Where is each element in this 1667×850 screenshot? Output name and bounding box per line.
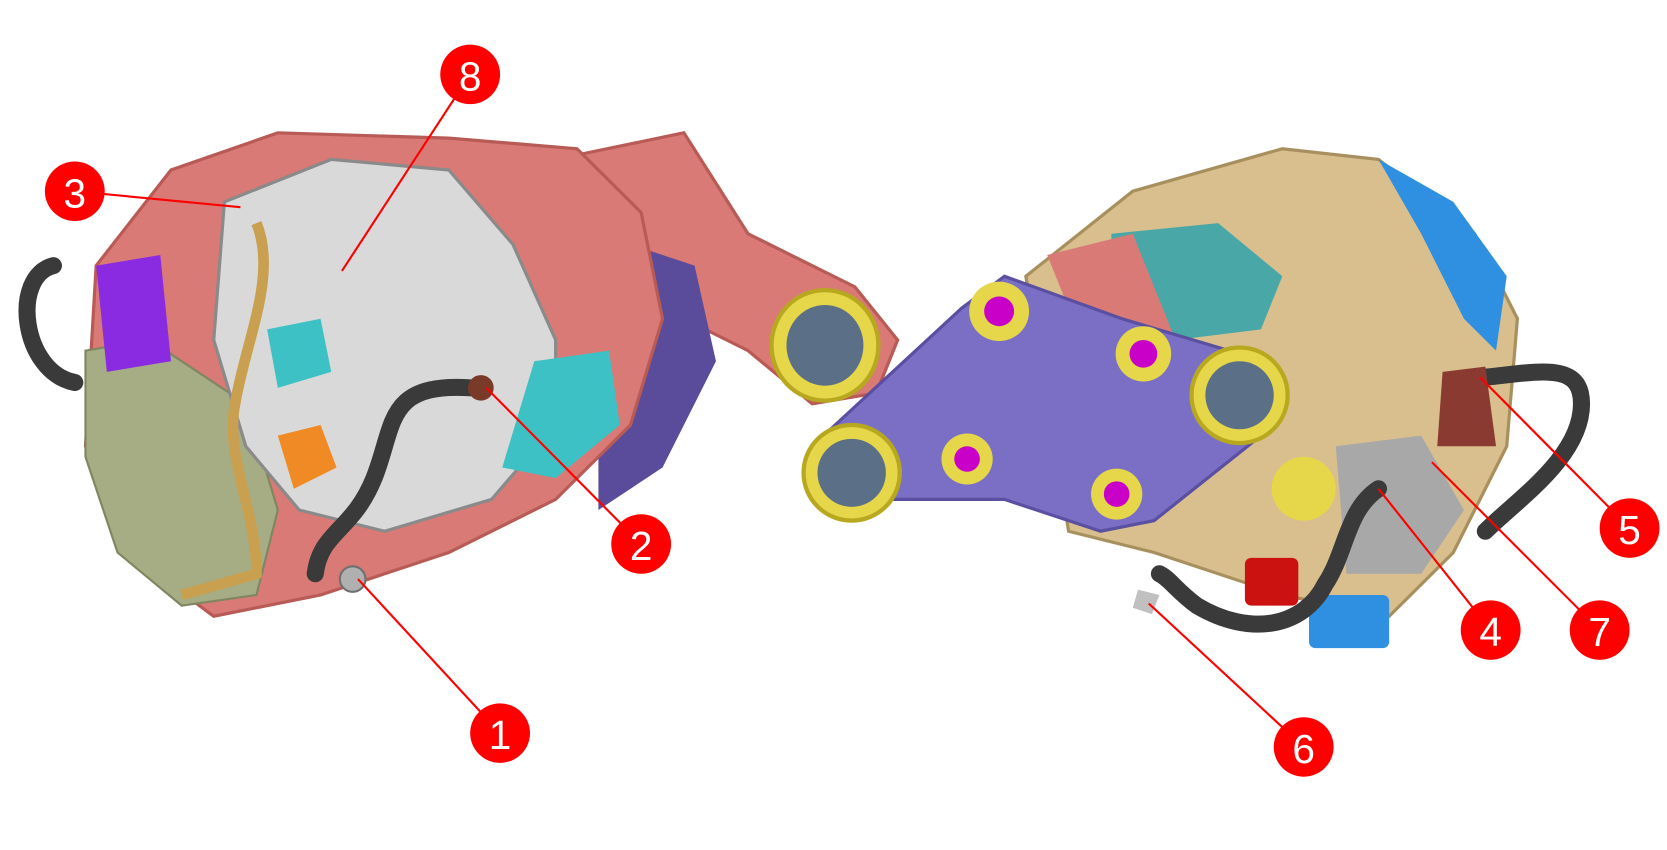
svg-text:3: 3 bbox=[64, 170, 87, 216]
teal-bracket bbox=[502, 350, 620, 479]
svg-text:7: 7 bbox=[1588, 609, 1611, 655]
callout-6: 6 bbox=[1273, 717, 1334, 777]
callout-7: 7 bbox=[1569, 600, 1630, 660]
drive-unit-right-view bbox=[801, 147, 1591, 649]
svg-text:6: 6 bbox=[1292, 726, 1315, 772]
callout-1: 1 bbox=[470, 703, 531, 763]
svg-text:8: 8 bbox=[459, 54, 482, 100]
callout-8: 8 bbox=[440, 44, 501, 105]
coolant-hose-lower bbox=[1150, 480, 1388, 633]
coolant-hose-center bbox=[306, 378, 479, 583]
coolant-hose-left bbox=[18, 257, 84, 391]
svg-text:1: 1 bbox=[489, 712, 512, 758]
callouts bbox=[74, 73, 1631, 748]
svg-text:2: 2 bbox=[630, 523, 653, 569]
callout-3: 3 bbox=[44, 161, 105, 221]
drive-unit-left-view bbox=[18, 131, 900, 618]
brown-bracket bbox=[1437, 366, 1497, 447]
teal-plate bbox=[267, 318, 332, 388]
tan-pipe bbox=[180, 221, 269, 601]
purple-mount bbox=[96, 255, 171, 372]
svg-text:5: 5 bbox=[1618, 507, 1641, 553]
coolant-hose-right bbox=[1476, 363, 1591, 540]
svg-text:4: 4 bbox=[1479, 609, 1502, 655]
callout-4: 4 bbox=[1460, 600, 1521, 660]
callout-2: 2 bbox=[611, 514, 672, 574]
callout-5: 5 bbox=[1599, 498, 1660, 558]
orange-connector bbox=[277, 425, 337, 489]
gray-cover bbox=[1335, 435, 1464, 574]
blue-housing bbox=[1378, 159, 1507, 351]
